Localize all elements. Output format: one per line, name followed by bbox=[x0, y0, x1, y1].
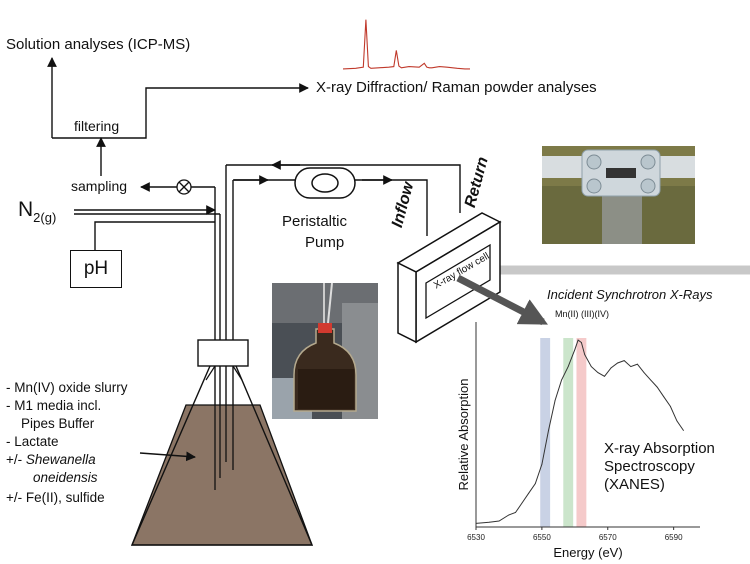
flask-stopper bbox=[197, 339, 249, 367]
xanes-point bbox=[643, 372, 645, 374]
n2-subscript: 2(g) bbox=[33, 210, 57, 225]
oxidation-band-0 bbox=[540, 338, 551, 527]
xanes-point bbox=[590, 366, 592, 368]
xanes-point bbox=[663, 396, 665, 398]
xray-flow-cell bbox=[396, 212, 502, 344]
xas-label-1: X-ray Absorption bbox=[604, 440, 715, 457]
xanes-point bbox=[577, 339, 579, 341]
xanes-point bbox=[584, 354, 586, 355]
xanes-point bbox=[676, 420, 678, 422]
xanes-point bbox=[528, 492, 530, 494]
xanes-point bbox=[548, 430, 549, 431]
oxidation-band-1 bbox=[563, 338, 574, 527]
xanes-point bbox=[574, 349, 576, 351]
xanes-point bbox=[630, 366, 632, 368]
ph-label: pH bbox=[83, 258, 109, 279]
xrd-trace-line bbox=[342, 19, 470, 70]
contents-item-2: - M1 media incl. bbox=[6, 398, 102, 413]
xanes-tick-label-2: 6570 bbox=[599, 533, 617, 542]
xas-label-2: Spectroscopy bbox=[604, 458, 695, 475]
xanes-point bbox=[604, 375, 605, 377]
oxidation-band-2 bbox=[576, 338, 587, 527]
contents-item-7: +/- Fe(II), sulfide bbox=[6, 490, 105, 505]
reactor-photo bbox=[272, 283, 378, 419]
xanes-point bbox=[498, 520, 500, 522]
xanes-point bbox=[637, 363, 638, 365]
xanes-tick-label-1: 6550 bbox=[533, 533, 551, 542]
contents-item-5: +/- Shewanella bbox=[6, 452, 96, 467]
n2-label: N2(g) bbox=[18, 198, 57, 225]
flow-cell-photo bbox=[542, 146, 695, 244]
return-tube bbox=[226, 164, 461, 213]
xanes-tick-label-0: 6530 bbox=[467, 533, 485, 542]
sampling-label: sampling bbox=[71, 178, 128, 194]
solution-analyses-label: Solution analyses (ICP-MS) bbox=[6, 36, 191, 53]
xanes-point bbox=[567, 366, 569, 368]
xanes-point bbox=[554, 399, 556, 401]
detector-arrow bbox=[456, 274, 548, 326]
xanes-point bbox=[515, 512, 516, 513]
xanes-point bbox=[508, 514, 510, 516]
filtering-label: filtering bbox=[74, 118, 120, 134]
xanes-point bbox=[581, 342, 582, 343]
xanes-point bbox=[669, 406, 671, 407]
xanes-point bbox=[656, 386, 658, 388]
contents-item-5-prefix: +/- bbox=[6, 452, 26, 467]
xas-label-3: (XANES) bbox=[604, 476, 665, 493]
xanes-point bbox=[561, 379, 563, 381]
xanes-point bbox=[488, 521, 490, 523]
contents-arrow bbox=[139, 451, 196, 462]
contents-item-5-species: Shewanella bbox=[25, 452, 96, 467]
xanes-point bbox=[475, 522, 477, 524]
contents-item-4: - Lactate bbox=[6, 434, 59, 449]
xanes-point bbox=[534, 483, 536, 484]
xanes-point bbox=[521, 502, 523, 504]
ph-probe-line bbox=[94, 221, 215, 250]
pump-label-1: Peristaltic bbox=[282, 213, 348, 230]
ph-box: pH bbox=[70, 250, 122, 288]
xanes-x-label: Energy (eV) bbox=[553, 545, 622, 560]
xrd-raman-label: X-ray Diffraction/ Raman powder analyses bbox=[316, 79, 597, 96]
n2-main: N bbox=[18, 198, 34, 221]
xanes-point bbox=[597, 372, 599, 374]
xanes-y-label: Relative Absorption bbox=[456, 378, 471, 490]
xanes-point bbox=[541, 463, 543, 465]
xanes-point bbox=[617, 362, 619, 364]
xanes-spectrum-line bbox=[475, 339, 684, 524]
contents-item-1: - Mn(IV) oxide slurry bbox=[6, 380, 128, 395]
valve-icon bbox=[176, 179, 192, 195]
xanes-point bbox=[650, 379, 651, 381]
xanes-tick-label-3: 6590 bbox=[665, 533, 683, 542]
contents-item-6: oneidensis bbox=[33, 470, 98, 485]
contents-item-3: Pipes Buffer bbox=[21, 416, 95, 431]
xanes-point bbox=[610, 367, 612, 369]
xanes-point bbox=[683, 430, 684, 431]
xanes-point bbox=[623, 360, 625, 361]
incident-xray-label: Incident Synchrotron X-Rays bbox=[547, 287, 713, 302]
mn-oxidation-states: Mn(II) (III)(IV) bbox=[555, 309, 609, 319]
pump-label-2: Pump bbox=[305, 234, 345, 251]
